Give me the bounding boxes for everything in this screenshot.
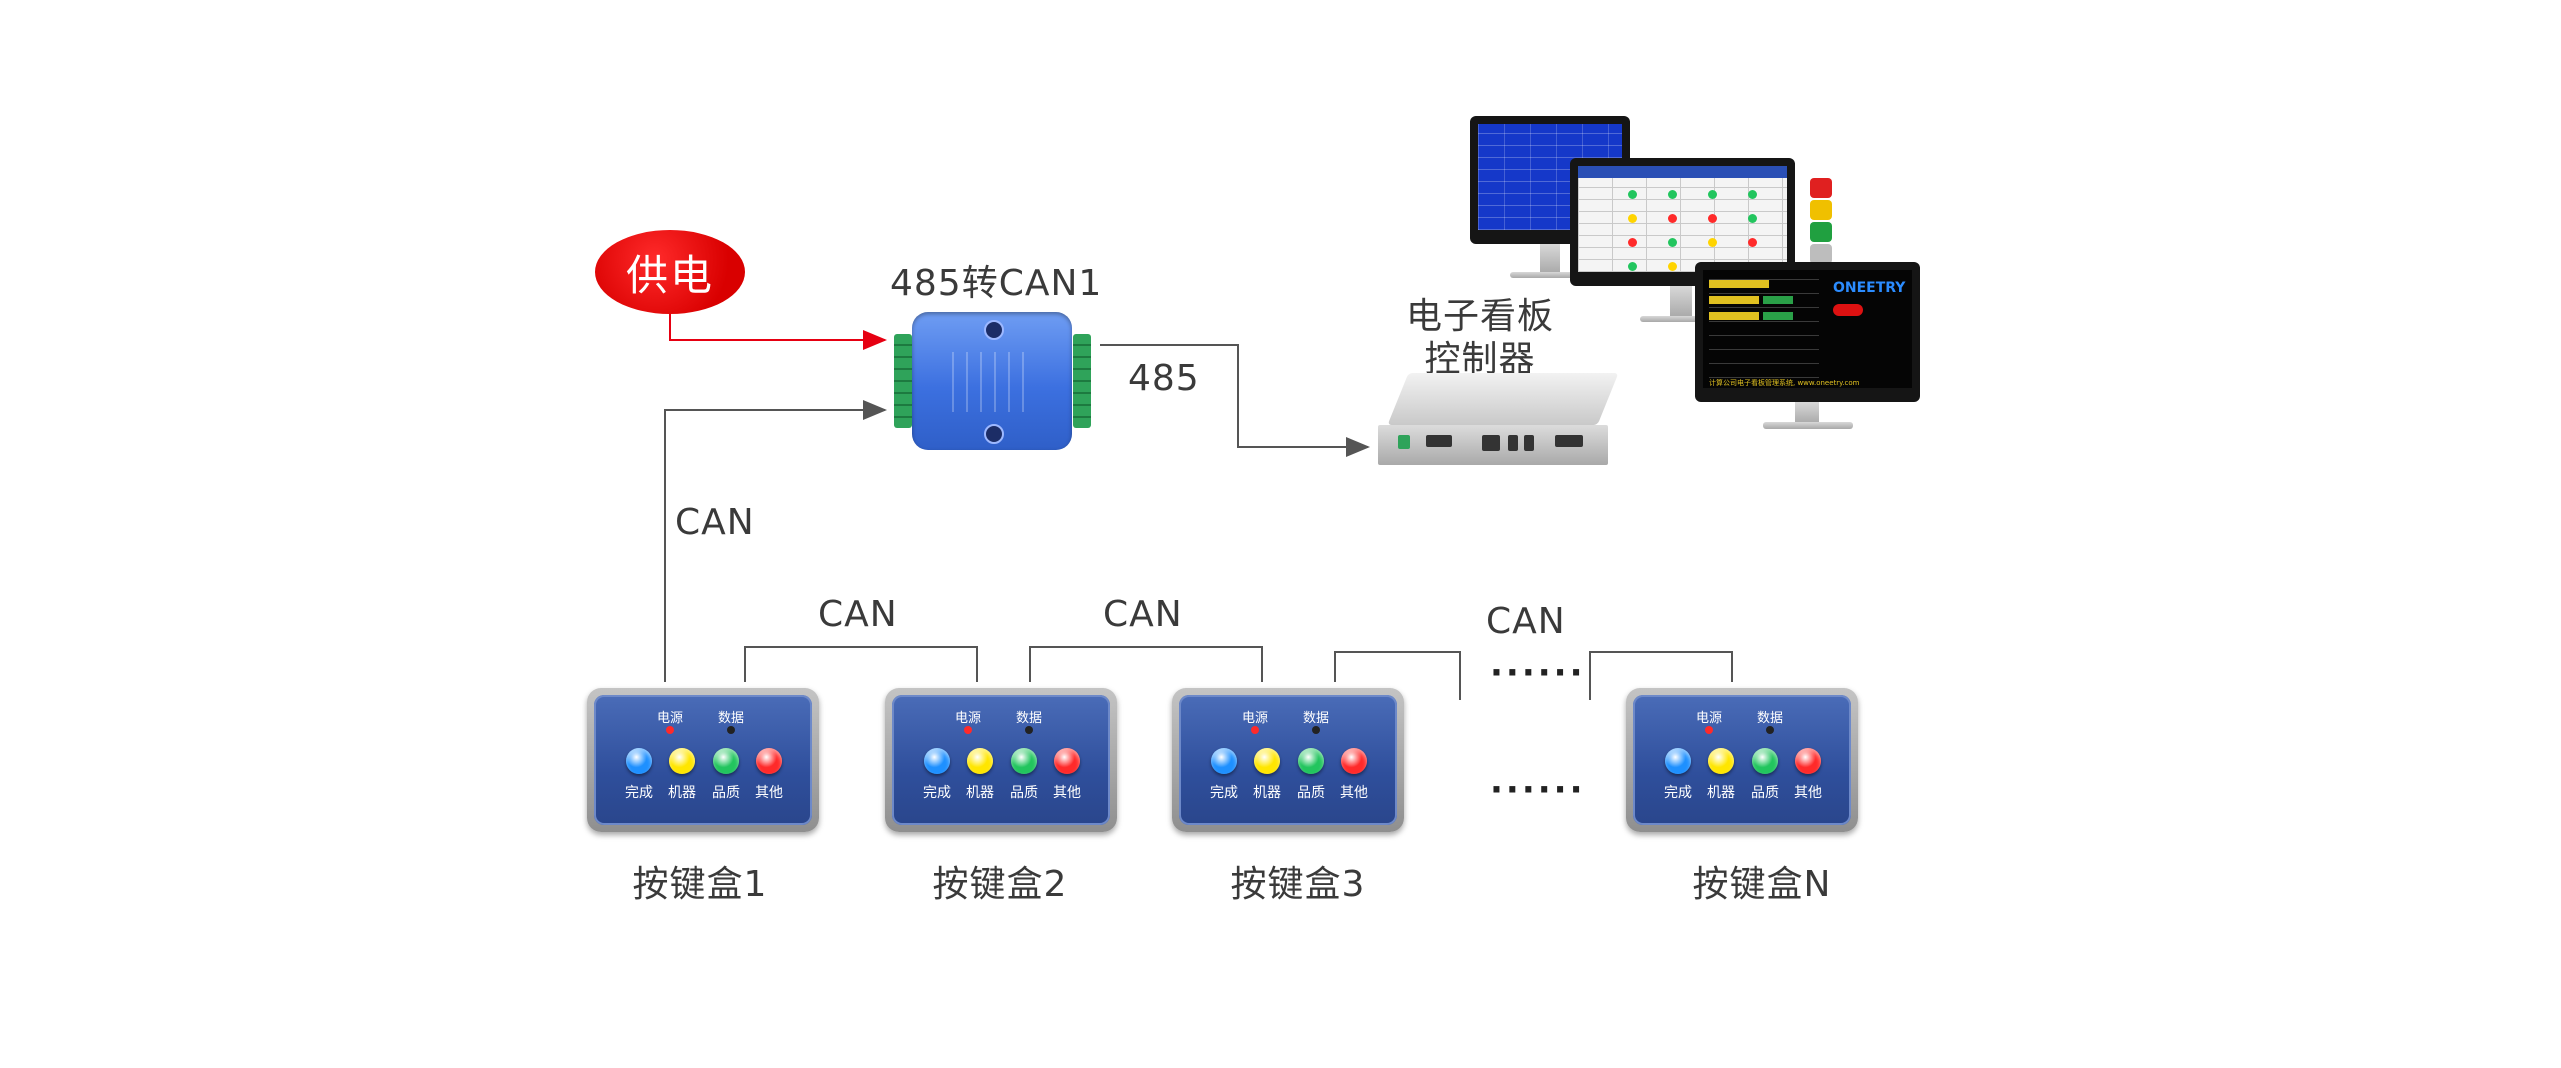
- push-button[interactable]: [1298, 748, 1324, 774]
- can-wire-2-3: [1029, 646, 1263, 682]
- kanban-controller: [1370, 373, 1620, 467]
- data-led-icon: [1312, 726, 1320, 734]
- indicator-label: 电源: [1241, 711, 1269, 726]
- push-button[interactable]: [1211, 748, 1237, 774]
- controller-top: [1387, 373, 1619, 425]
- button-box-4: 电源 数据完成机器品质其他: [1626, 688, 1858, 832]
- push-button[interactable]: [1752, 748, 1778, 774]
- box-label-n: 按键盒N: [1692, 864, 1832, 905]
- button-box-3: 电源 数据完成机器品质其他: [1172, 688, 1404, 832]
- can-label-1-2: CAN: [818, 594, 898, 635]
- monitor-footer: 计算公司电子看板管理系统, www.oneetry.com: [1709, 379, 1860, 387]
- push-button[interactable]: [626, 748, 652, 774]
- monitor-kanban-dashboard: ONEETRY 计算公司电子看板管理系统, www.oneetry.com: [1695, 262, 1920, 429]
- push-button-label: 品质: [1010, 785, 1038, 801]
- power-led-icon: [666, 726, 674, 734]
- monitor-status-grid: [1570, 158, 1795, 322]
- screw-icon: [984, 320, 1004, 340]
- push-button[interactable]: [924, 748, 950, 774]
- push-button-label: 机器: [1253, 785, 1281, 801]
- power-led-icon: [1705, 726, 1713, 734]
- push-button[interactable]: [1795, 748, 1821, 774]
- can-uplink-wire: [664, 400, 887, 682]
- terminal-block-right: [1073, 334, 1091, 428]
- converter-print: [952, 352, 1032, 412]
- push-button[interactable]: [1665, 748, 1691, 774]
- ellipsis-top: ······: [1490, 653, 1586, 693]
- power-badge: 供电: [595, 230, 745, 314]
- converter-label: 485转CAN1: [890, 263, 1103, 304]
- converter-module: [890, 312, 1095, 450]
- box-label-2: 按键盒2: [932, 864, 1068, 905]
- push-button-label: 其他: [755, 785, 783, 801]
- data-led-icon: [727, 726, 735, 734]
- indicator-label: 数据: [1015, 711, 1043, 726]
- ethernet-port-icon: [1482, 435, 1500, 451]
- indicator-label: 数据: [1756, 711, 1784, 726]
- brand-logo: ONEETRY: [1833, 280, 1906, 296]
- power-wire: [669, 314, 887, 350]
- push-button-label: 其他: [1340, 785, 1368, 801]
- push-button[interactable]: [669, 748, 695, 774]
- power-led-icon: [964, 726, 972, 734]
- push-button[interactable]: [1254, 748, 1280, 774]
- push-button[interactable]: [1011, 748, 1037, 774]
- usb-port-icon: [1508, 435, 1518, 451]
- screw-icon: [984, 424, 1004, 444]
- controller-label-line1: 电子看板: [1405, 296, 1555, 337]
- push-button-label: 完成: [1664, 785, 1692, 801]
- usb-port-icon: [1524, 435, 1534, 451]
- serial-port-icon: [1426, 435, 1452, 447]
- ellipsis-middle: ······: [1490, 770, 1586, 810]
- push-button-label: 品质: [712, 785, 740, 801]
- push-button[interactable]: [1054, 748, 1080, 774]
- push-button[interactable]: [1708, 748, 1734, 774]
- terminal-block-left: [894, 334, 912, 428]
- data-led-icon: [1025, 726, 1033, 734]
- button-box-2: 电源 数据完成机器品质其他: [885, 688, 1117, 832]
- indicator-label: 数据: [717, 711, 745, 726]
- rs485-label: 485: [1128, 358, 1200, 399]
- can-uplink-label: CAN: [675, 502, 755, 543]
- can-wire-1-2: [744, 646, 978, 682]
- push-button-label: 机器: [668, 785, 696, 801]
- indicator-label: 电源: [954, 711, 982, 726]
- push-button-label: 机器: [966, 785, 994, 801]
- indicator-label: 电源: [656, 711, 684, 726]
- box-label-1: 按键盒1: [632, 864, 768, 905]
- push-button-label: 机器: [1707, 785, 1735, 801]
- indicator-label: 电源: [1695, 711, 1723, 726]
- push-button-label: 品质: [1751, 785, 1779, 801]
- button-box-1: 电源 数据完成机器品质其他: [587, 688, 819, 832]
- can-label-2-3: CAN: [1103, 594, 1183, 635]
- data-led-icon: [1766, 726, 1774, 734]
- stack-light-icon: [1810, 178, 1832, 270]
- push-button[interactable]: [713, 748, 739, 774]
- power-port-icon: [1398, 435, 1410, 449]
- serial-port-icon: [1555, 435, 1583, 447]
- push-button[interactable]: [1341, 748, 1367, 774]
- push-button-label: 其他: [1053, 785, 1081, 801]
- push-button[interactable]: [967, 748, 993, 774]
- box-label-3: 按键盒3: [1230, 864, 1366, 905]
- push-button-label: 完成: [1210, 785, 1238, 801]
- power-led-icon: [1251, 726, 1259, 734]
- can-label-3-n: CAN: [1486, 601, 1566, 642]
- push-button-label: 品质: [1297, 785, 1325, 801]
- converter-body: [912, 312, 1072, 450]
- push-button-label: 其他: [1794, 785, 1822, 801]
- push-button-label: 完成: [923, 785, 951, 801]
- push-button-label: 完成: [625, 785, 653, 801]
- push-button[interactable]: [756, 748, 782, 774]
- indicator-label: 数据: [1302, 711, 1330, 726]
